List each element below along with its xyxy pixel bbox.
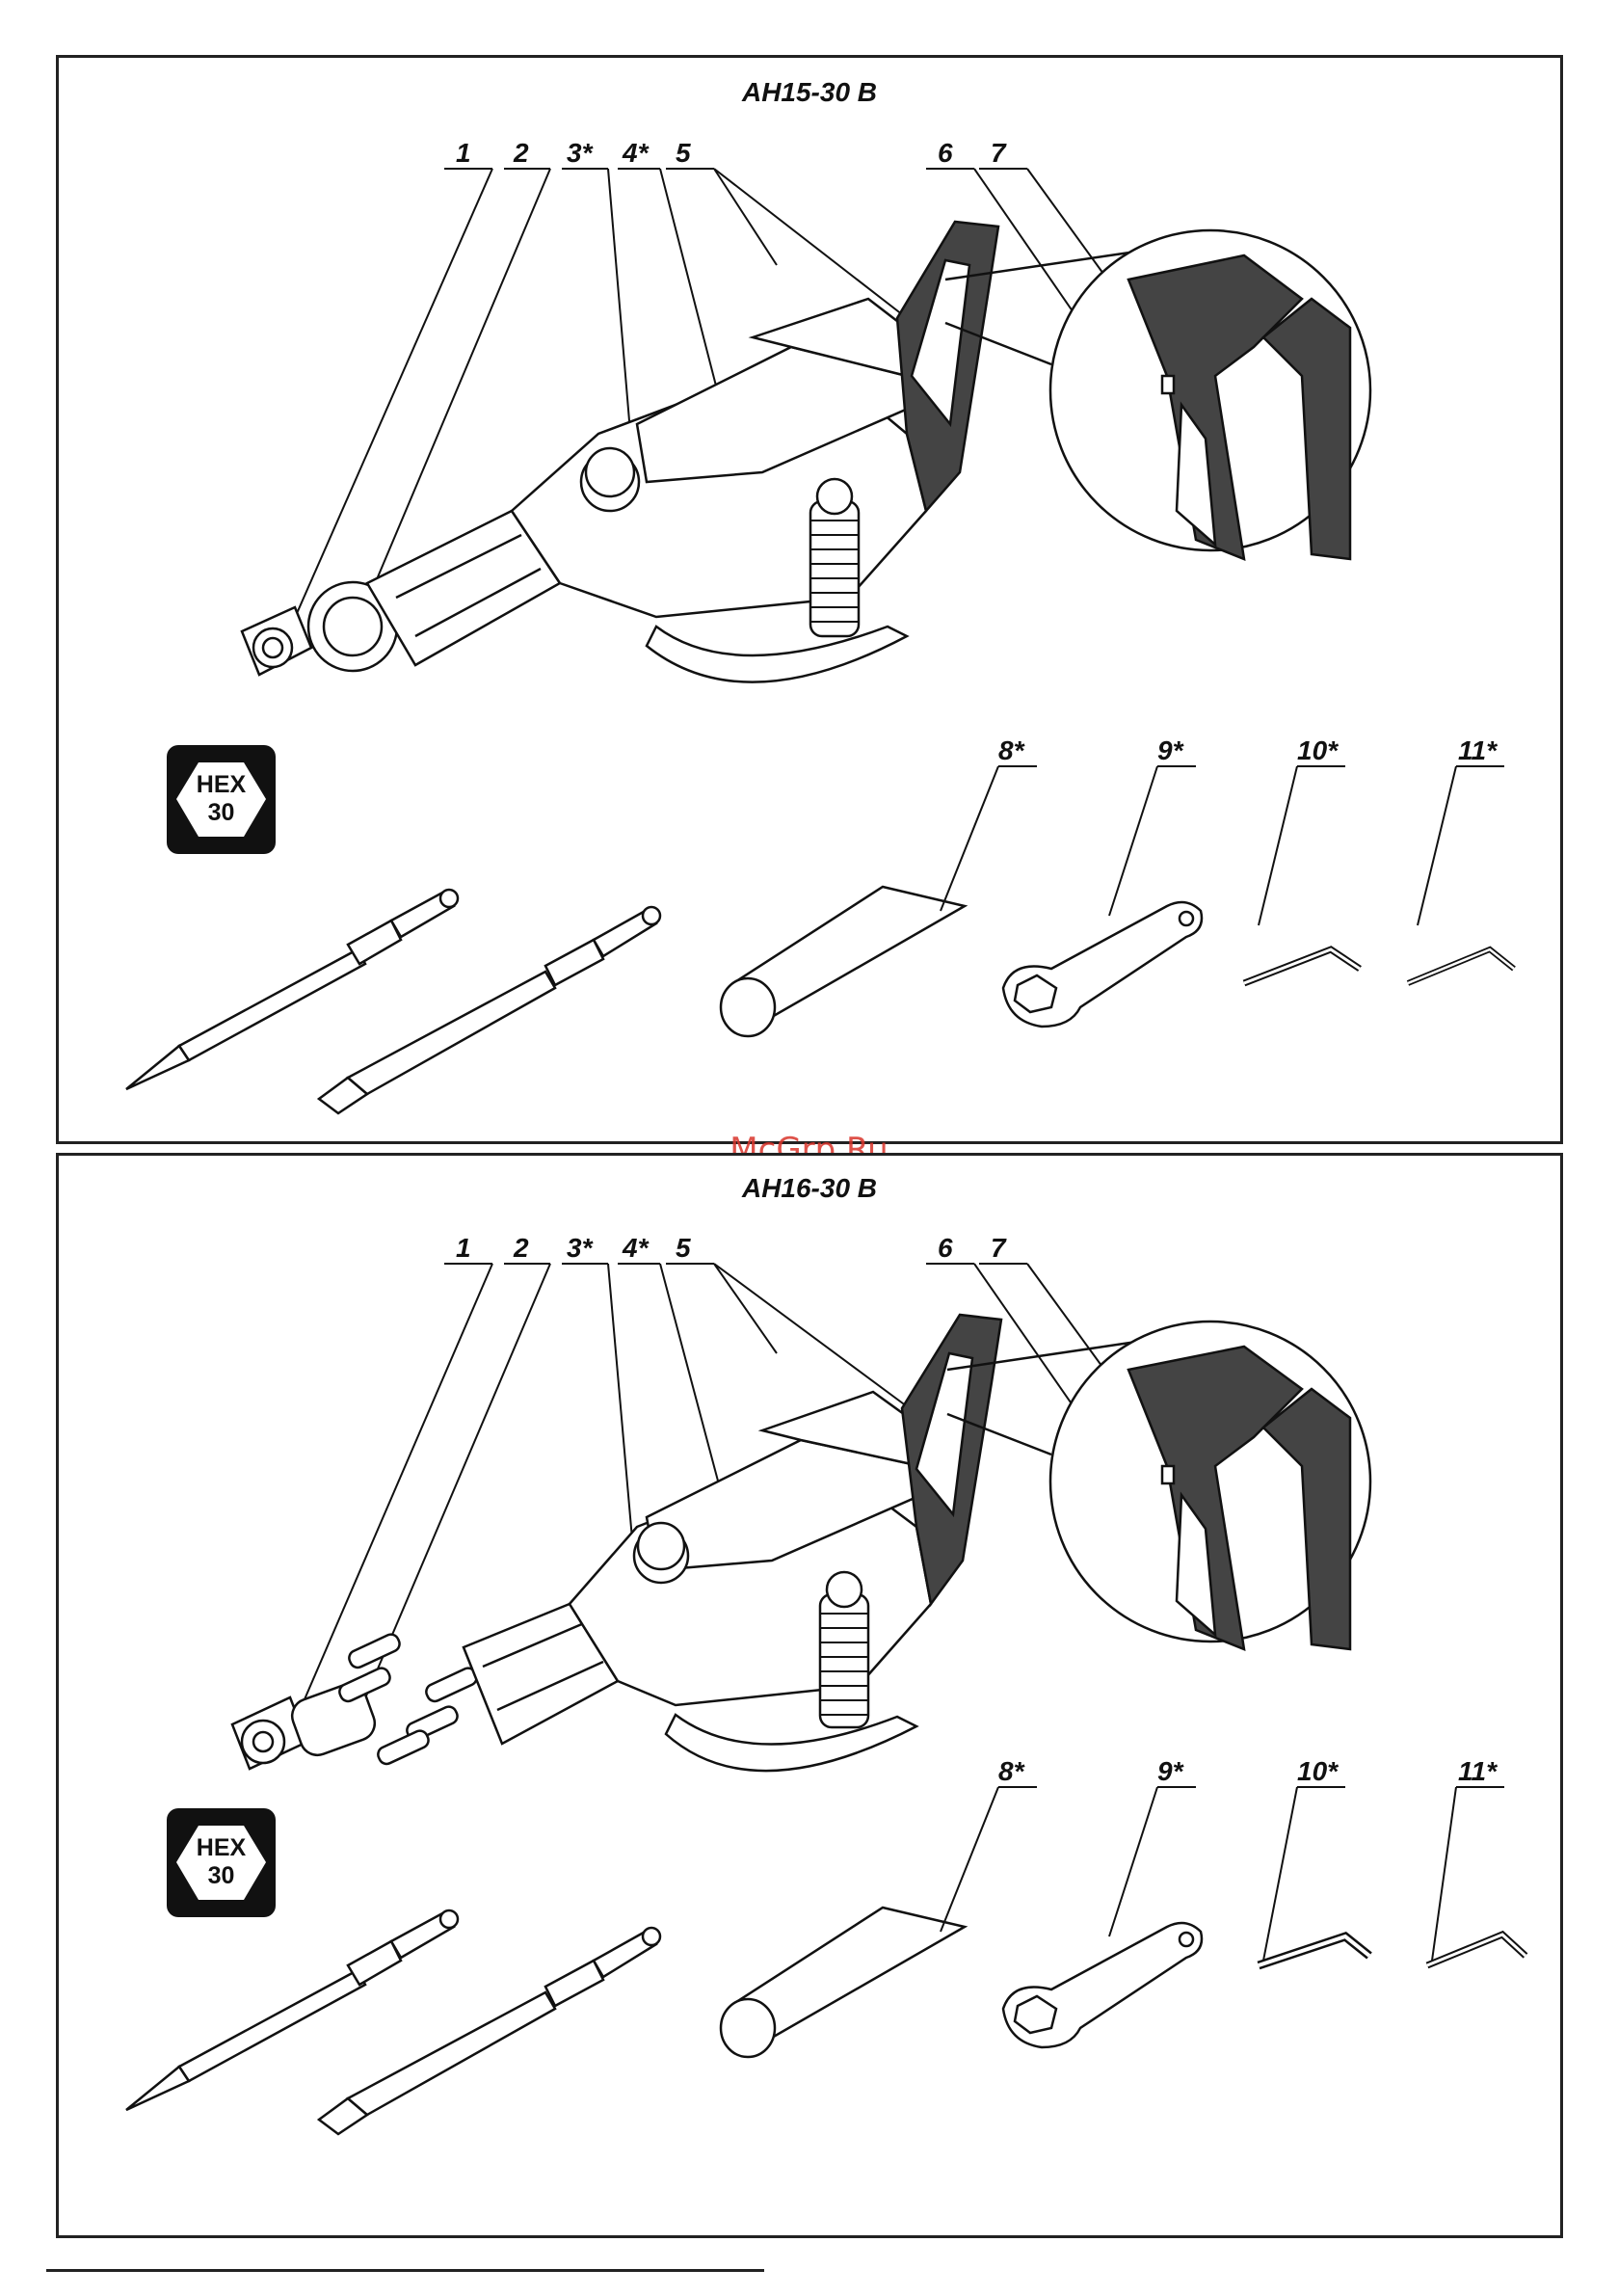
callout-4: 4* xyxy=(622,1233,650,1263)
callout-11: 11* xyxy=(1458,1756,1498,1786)
wrench xyxy=(1003,1923,1202,2047)
callout-4: 4* xyxy=(622,138,650,168)
wrench xyxy=(1003,902,1202,1027)
callout-1: 1 xyxy=(456,138,471,168)
callout-8: 8* xyxy=(998,735,1025,765)
callout-3: 3* xyxy=(567,1233,594,1263)
hex-badge: HEX 30 xyxy=(167,1808,276,1917)
callout-8: 8* xyxy=(998,1756,1025,1786)
hammer-diagram: 1 2 3* 4* 5 6 7 xyxy=(59,1156,1566,2241)
allen-key-11 xyxy=(1427,1935,1525,1965)
callout-1: 1 xyxy=(456,1233,471,1263)
allen-key-10 xyxy=(1259,1936,1369,1965)
callout-11: 11* xyxy=(1458,735,1498,765)
callout-2: 2 xyxy=(513,138,529,168)
callout-7: 7 xyxy=(991,138,1007,168)
callout-10: 10* xyxy=(1297,1756,1339,1786)
hex-size: 30 xyxy=(167,1862,276,1889)
callout-6: 6 xyxy=(938,138,953,168)
callout-5: 5 xyxy=(676,1233,691,1263)
hammer-diagram: 1 2 3* 4* 5 6 7 xyxy=(59,58,1566,1147)
allen-key-10 xyxy=(1244,949,1360,983)
grip-detail xyxy=(945,230,1370,559)
hex-size: 30 xyxy=(167,799,276,826)
grease-tube xyxy=(721,1908,965,2057)
allen-key-11 xyxy=(1408,949,1514,983)
hex-badge: HEX 30 xyxy=(167,745,276,854)
panel-ah15: AH15-30 B xyxy=(56,55,1563,1144)
footer-rule xyxy=(46,2269,764,2272)
callout-6: 6 xyxy=(938,1233,953,1263)
callout-10: 10* xyxy=(1297,735,1339,765)
hex-label: HEX xyxy=(167,771,276,798)
hammer-illustration xyxy=(232,1315,1001,1771)
grease-tube xyxy=(721,887,965,1036)
callout-9: 9* xyxy=(1157,735,1184,765)
callout-7: 7 xyxy=(991,1233,1007,1263)
hex-label: HEX xyxy=(167,1834,276,1861)
callout-9: 9* xyxy=(1157,1756,1184,1786)
hammer-illustration xyxy=(242,222,998,682)
callout-2: 2 xyxy=(513,1233,529,1263)
panel-ah16: AH16-30 B xyxy=(56,1153,1563,2238)
callout-3: 3* xyxy=(567,138,594,168)
callout-5: 5 xyxy=(676,138,691,168)
grip-detail xyxy=(947,1322,1370,1649)
